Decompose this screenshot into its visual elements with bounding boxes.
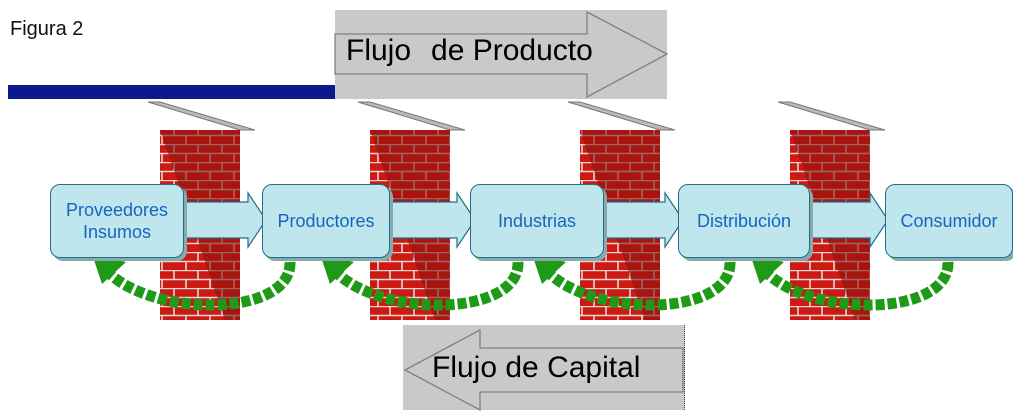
connector-arrow-3 (601, 191, 684, 249)
capital-flow-label: Flujo de Capital (432, 351, 641, 384)
node-label: Productores (277, 211, 375, 231)
figure-label: Figura 2 (10, 18, 84, 40)
node-distribucion: Distribución (678, 184, 810, 258)
product-flow-word-2: de (431, 34, 465, 67)
return-arrow-4 (759, 261, 954, 311)
node-label-line2: Insumos (82, 222, 152, 242)
product-flow-word-1: Flujo (346, 34, 412, 67)
return-arrow-2 (329, 261, 524, 311)
connector-arrow-2 (389, 191, 476, 249)
title-bar (8, 85, 336, 99)
connector-arrow-1 (182, 191, 267, 249)
node-label: Industrias (497, 211, 577, 231)
node-label-line1: Proveedores (65, 200, 169, 220)
node-consumidor: Consumidor (885, 184, 1013, 258)
node-industrias: Industrias (470, 184, 604, 258)
return-arrow-3 (541, 261, 736, 311)
connector-arrow-4 (807, 191, 889, 249)
product-flow-word-3: Producto (472, 34, 593, 67)
node-productores: Productores (262, 184, 390, 258)
node-label: Consumidor (900, 211, 998, 231)
capital-box-edge (684, 325, 685, 410)
node-label: Distribución (696, 211, 792, 231)
capital-flow-arrow (403, 328, 684, 411)
product-flow-arrow (334, 10, 669, 99)
return-arrow-1 (101, 261, 296, 311)
node-proveedores-insumos: Proveedores Insumos (50, 184, 184, 258)
capital-flow-box (403, 325, 685, 410)
